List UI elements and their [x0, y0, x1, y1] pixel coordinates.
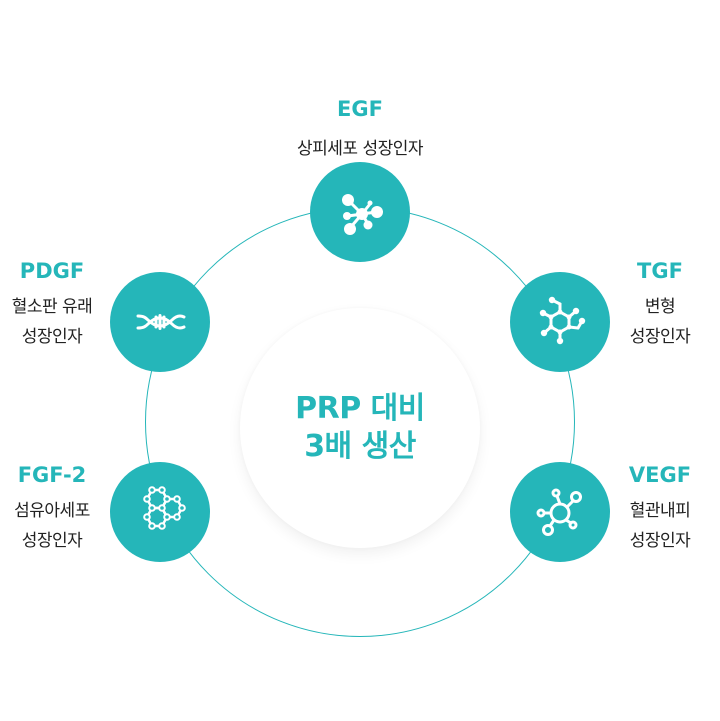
- vegf-desc-line1: 혈관내피: [629, 501, 691, 521]
- center-title-line2: 3배 생산: [304, 429, 416, 464]
- fgf2-desc-line1: 섬유아세포: [14, 501, 90, 521]
- hexagon-network-icon: [539, 296, 586, 345]
- egf-code: EGF: [337, 97, 383, 121]
- egf-label: EGF 상피세포 성장인자: [240, 96, 480, 164]
- pdgf-node: [110, 272, 210, 372]
- honeycomb-molecule-icon: [143, 486, 186, 530]
- fgf2-label: FGF-2 섬유아세포 성장인자: [0, 462, 104, 556]
- tgf-desc-line2: 성장인자: [629, 327, 691, 347]
- egf-desc: 상피세포 성장인자: [296, 139, 424, 159]
- tgf-label: TGF 변형 성장인자: [600, 258, 720, 352]
- pdgf-desc-line2: 성장인자: [21, 327, 83, 347]
- dna-icon: [136, 314, 186, 330]
- tgf-code: TGF: [637, 259, 683, 283]
- vegf-code: VEGF: [628, 463, 692, 487]
- vegf-node: [510, 462, 610, 562]
- tgf-desc-line1: 변형: [644, 297, 676, 317]
- fgf2-desc-line2: 성장인자: [21, 531, 83, 551]
- tgf-node: [510, 272, 610, 372]
- cell-network-icon: [536, 488, 582, 536]
- vegf-desc-line2: 성장인자: [629, 531, 691, 551]
- center-summary: PRP 대비 3배 생산: [240, 308, 480, 548]
- fgf2-code: FGF-2: [17, 463, 87, 487]
- egf-node: [310, 162, 410, 262]
- pdgf-desc-line1: 혈소판 유래: [11, 297, 93, 317]
- pdgf-code: PDGF: [19, 259, 85, 283]
- molecule-icon: [342, 194, 383, 235]
- center-title-line1: PRP 대비: [295, 391, 425, 426]
- pdgf-label: PDGF 혈소판 유래 성장인자: [0, 258, 104, 352]
- vegf-label: VEGF 혈관내피 성장인자: [600, 462, 720, 556]
- fgf2-node: [110, 462, 210, 562]
